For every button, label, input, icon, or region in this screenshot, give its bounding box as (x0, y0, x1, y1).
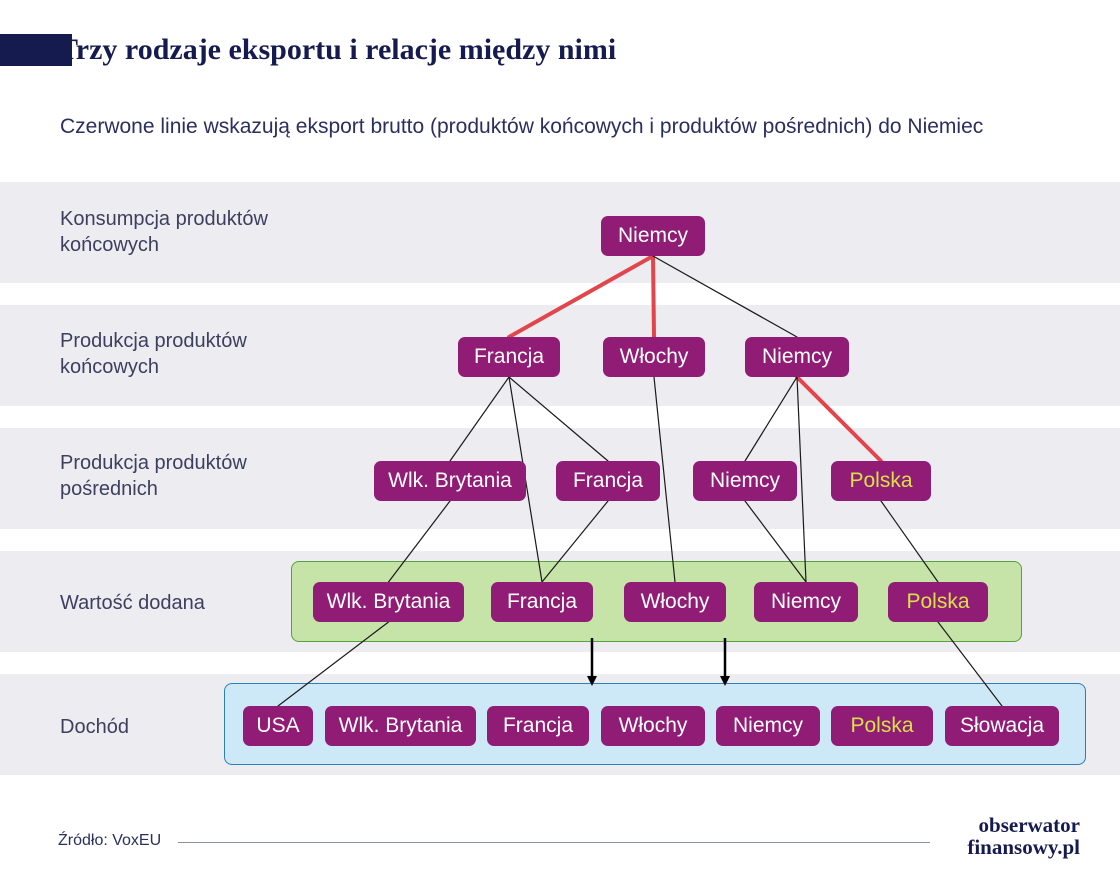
page-title: Trzy rodzaje eksportu i relacje między n… (58, 33, 617, 66)
supply-edge (449, 376, 510, 462)
node-inc-uk: Wlk. Brytania (325, 706, 476, 746)
edge-group (277, 254, 1003, 707)
supply-edge (744, 500, 807, 583)
gross-export-edge (795, 375, 883, 463)
node-consumption-germany: Niemcy (601, 216, 705, 256)
node-va-france: Francja (491, 582, 593, 622)
node-va-germany: Niemcy (754, 582, 858, 622)
row-label-final-production: Produkcja produktów końcowych (60, 328, 247, 380)
row-label-line: Produkcja produktów (60, 452, 247, 474)
footer-divider (178, 842, 930, 843)
node-va-italy: Włochy (624, 582, 726, 622)
supply-edge (541, 500, 609, 583)
node-final-germany: Niemcy (745, 337, 849, 377)
row-label-line: pośrednich (60, 478, 158, 500)
row-label-intermediate-production: Produkcja produktów pośrednich (60, 450, 247, 502)
node-va-uk: Wlk. Brytania (313, 582, 464, 622)
row-label-line: końcowych (60, 234, 159, 256)
node-inc-germany: Niemcy (716, 706, 820, 746)
supply-edge (937, 621, 1003, 707)
node-inc-poland: Polska (831, 706, 933, 746)
node-final-italy: Włochy (603, 337, 705, 377)
node-inter-germany: Niemcy (693, 461, 797, 501)
row-label-line: Konsumpcja produktów (60, 208, 268, 230)
supply-edge (277, 621, 390, 707)
page-subtitle: Czerwone linie wskazują eksport brutto (… (60, 115, 984, 138)
row-label-value-added: Wartość dodana (60, 592, 205, 614)
supply-edge (653, 376, 676, 583)
node-final-france: Francja (458, 337, 560, 377)
row-label-income: Dochód (60, 716, 129, 738)
row-label-line: końcowych (60, 356, 159, 378)
row-band-final-production (0, 305, 1120, 406)
node-inc-italy: Włochy (601, 706, 705, 746)
source-note: Źródło: VoxEU (58, 832, 162, 849)
publisher-logo-line1: obserwator (978, 813, 1080, 837)
gross-export-edge (651, 254, 656, 339)
supply-edge (508, 376, 609, 462)
node-inc-slovakia: Słowacja (945, 706, 1059, 746)
supply-edge (880, 500, 939, 583)
gross-export-edge (507, 254, 655, 339)
title-accent-bar (0, 34, 72, 66)
node-inter-poland: Polska (831, 461, 931, 501)
row-label-final-consumption: Konsumpcja produktów końcowych (60, 206, 268, 258)
node-inc-usa: USA (243, 706, 313, 746)
supply-edge (744, 376, 798, 462)
row-band-final-consumption (0, 182, 1120, 283)
supply-edge (652, 255, 798, 338)
publisher-logo-line2: finansowy.pl (967, 835, 1080, 859)
node-inter-france: Francja (556, 461, 660, 501)
node-va-poland: Polska (888, 582, 988, 622)
node-inter-uk: Wlk. Brytania (374, 461, 526, 501)
node-inc-france: Francja (487, 706, 589, 746)
supply-edge (796, 376, 807, 583)
supply-edge (387, 500, 451, 583)
row-label-line: Produkcja produktów (60, 330, 247, 352)
